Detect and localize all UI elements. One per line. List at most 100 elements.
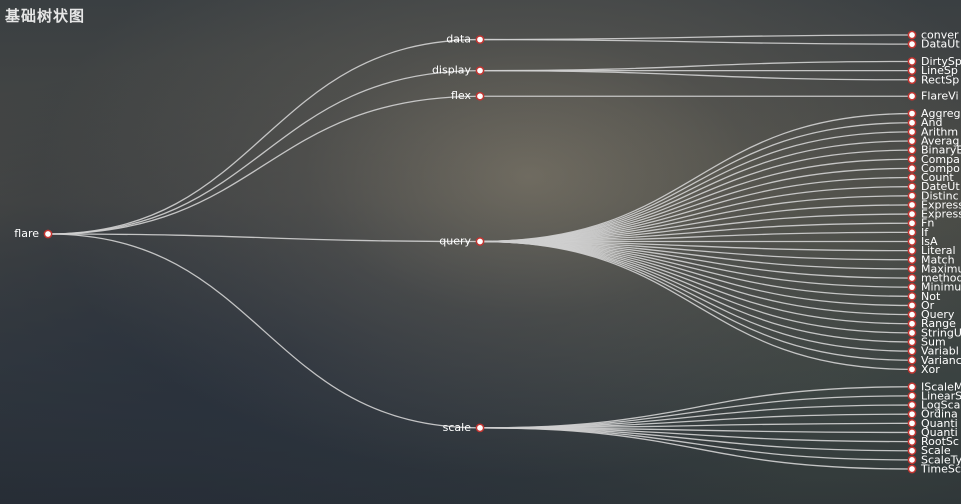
tree-link-flex xyxy=(47,95,481,235)
tree-leaf-node[interactable] xyxy=(907,301,917,310)
tree-leaf-node[interactable] xyxy=(907,355,917,365)
tree-leaf-node[interactable] xyxy=(907,337,917,347)
tree-node-label-query: query xyxy=(439,234,471,247)
tree-leaf-node[interactable] xyxy=(907,400,917,410)
tree-leaf-node[interactable] xyxy=(907,75,917,85)
tree-leaf-node[interactable] xyxy=(907,255,917,265)
tree-node-label-data: data xyxy=(446,33,471,46)
tree-leaf-label: LinearS xyxy=(921,389,961,402)
tree-leaf-node[interactable] xyxy=(907,109,917,118)
tree-leaf-label: Variabl xyxy=(921,345,959,358)
tree-leaf-node[interactable] xyxy=(907,382,917,392)
tree-leaf-node[interactable] xyxy=(907,145,917,155)
tree-leaf-node[interactable] xyxy=(907,191,917,201)
tree-leaf-node[interactable] xyxy=(907,154,917,164)
tree-leaf-label: StringU xyxy=(921,326,961,339)
tree-leaf-label: TimeSc xyxy=(920,463,961,476)
tree-link-leaf xyxy=(479,386,913,429)
tree-link-leaf xyxy=(479,240,913,288)
tree-leaf-label: Query xyxy=(921,308,955,321)
tree-leaf-label: method xyxy=(921,272,961,285)
tree-leaf-label: Arithm xyxy=(921,125,958,138)
tree-leaf-node[interactable] xyxy=(907,209,917,219)
tree-node-flex[interactable] xyxy=(475,91,485,101)
tree-leaf-node[interactable] xyxy=(907,182,917,192)
tree-leaf-label: Sum xyxy=(921,335,946,348)
tree-leaf-label: Aggreg xyxy=(921,107,961,120)
tree-leaf-node[interactable] xyxy=(907,264,917,274)
tree-leaf-node[interactable] xyxy=(907,228,917,237)
tree-leaf-node[interactable] xyxy=(907,218,917,228)
tree-link-display xyxy=(47,69,481,235)
tree-leaf-node[interactable] xyxy=(907,282,917,292)
tree-leaf-label: conver xyxy=(921,29,959,42)
tree-leaf-node[interactable] xyxy=(907,66,917,75)
tree-leaf-label: Quanti xyxy=(921,426,958,439)
tree-leaf-label: Not xyxy=(921,290,941,303)
tree-leaf-label: Or xyxy=(921,299,935,312)
tree-leaf-label: IsA xyxy=(921,235,938,248)
tree-leaf-node[interactable] xyxy=(907,136,917,146)
tree-leaf-node[interactable] xyxy=(907,391,917,401)
tree-leaf-node[interactable] xyxy=(907,30,917,40)
tree-leaf-label: DirtySp xyxy=(921,55,961,68)
tree-node-label-root: flare xyxy=(14,227,39,240)
tree-leaf-label: LineSp xyxy=(921,64,958,77)
tree-leaf-label: Compa xyxy=(921,153,960,166)
tree-leaf-label: Literal xyxy=(921,244,956,257)
tree-leaf-label: BinaryE xyxy=(921,144,961,157)
tree-node-data[interactable] xyxy=(475,35,485,44)
tree-leaf-node[interactable] xyxy=(907,127,917,137)
tree-leaf-node[interactable] xyxy=(907,418,917,428)
tree-leaf-node[interactable] xyxy=(907,464,917,474)
tree-leaf-node[interactable] xyxy=(907,273,917,283)
tree-leaf-node[interactable] xyxy=(907,346,917,356)
tree-leaf-node[interactable] xyxy=(907,437,917,446)
tree-leaf-node[interactable] xyxy=(907,173,917,182)
tree-leaf-label: Varianc xyxy=(921,354,961,367)
tree-link-leaf xyxy=(479,34,913,41)
tree-leaf-node[interactable] xyxy=(907,164,917,173)
tree-link-leaf xyxy=(479,427,913,470)
tree-node-display[interactable] xyxy=(475,66,485,75)
tree-leaf-node[interactable] xyxy=(907,237,917,246)
chart-title: 基础树状图 xyxy=(5,7,86,25)
tree-leaf-node[interactable] xyxy=(907,291,917,301)
tree-leaf-label: IScaleM xyxy=(921,380,961,393)
tree-leaf-label: RootSc xyxy=(921,435,959,448)
tree-leaf-label: Averag xyxy=(921,134,959,147)
tree-link-leaf xyxy=(479,69,913,81)
tree-link-leaf xyxy=(479,112,913,243)
tree-leaf-label: Ordina xyxy=(921,408,958,421)
tree-leaf-node[interactable] xyxy=(907,319,917,329)
tree-leaf-node[interactable] xyxy=(907,91,917,101)
tree-node-label-display: display xyxy=(432,64,472,77)
tree-leaf-node[interactable] xyxy=(907,39,917,49)
tree-leaf-node[interactable] xyxy=(907,310,917,319)
tree-leaf-label: RectSp xyxy=(921,73,959,86)
tree-leaf-label: Count xyxy=(921,171,954,184)
tree-node-label-scale: scale xyxy=(443,421,472,434)
tree-leaf-label: Quanti xyxy=(921,417,958,430)
tree-node-scale[interactable] xyxy=(475,423,485,433)
tree-leaf-node[interactable] xyxy=(907,246,917,255)
tree-link-leaf xyxy=(479,131,913,243)
tree-leaf-node[interactable] xyxy=(907,455,917,465)
tree-leaf-label: Express xyxy=(921,198,961,211)
tree-leaf-node[interactable] xyxy=(907,200,917,210)
tree-leaf-label: And xyxy=(921,116,942,129)
tree-leaf-node[interactable] xyxy=(907,428,917,437)
tree-node-query[interactable] xyxy=(475,237,485,246)
tree-leaf-node[interactable] xyxy=(907,118,917,128)
tree-leaf-node[interactable] xyxy=(907,365,917,374)
tree-leaf-node[interactable] xyxy=(907,446,917,456)
tree-node-root[interactable] xyxy=(43,229,53,239)
tree-leaf-label: Fn xyxy=(921,217,934,230)
tree-link-leaf xyxy=(479,422,913,429)
tree-leaf-node[interactable] xyxy=(907,328,917,338)
tree-leaf-node[interactable] xyxy=(907,57,917,66)
tree-leaf-node[interactable] xyxy=(907,409,917,419)
tree-leaf-label: Distinc xyxy=(921,189,959,202)
